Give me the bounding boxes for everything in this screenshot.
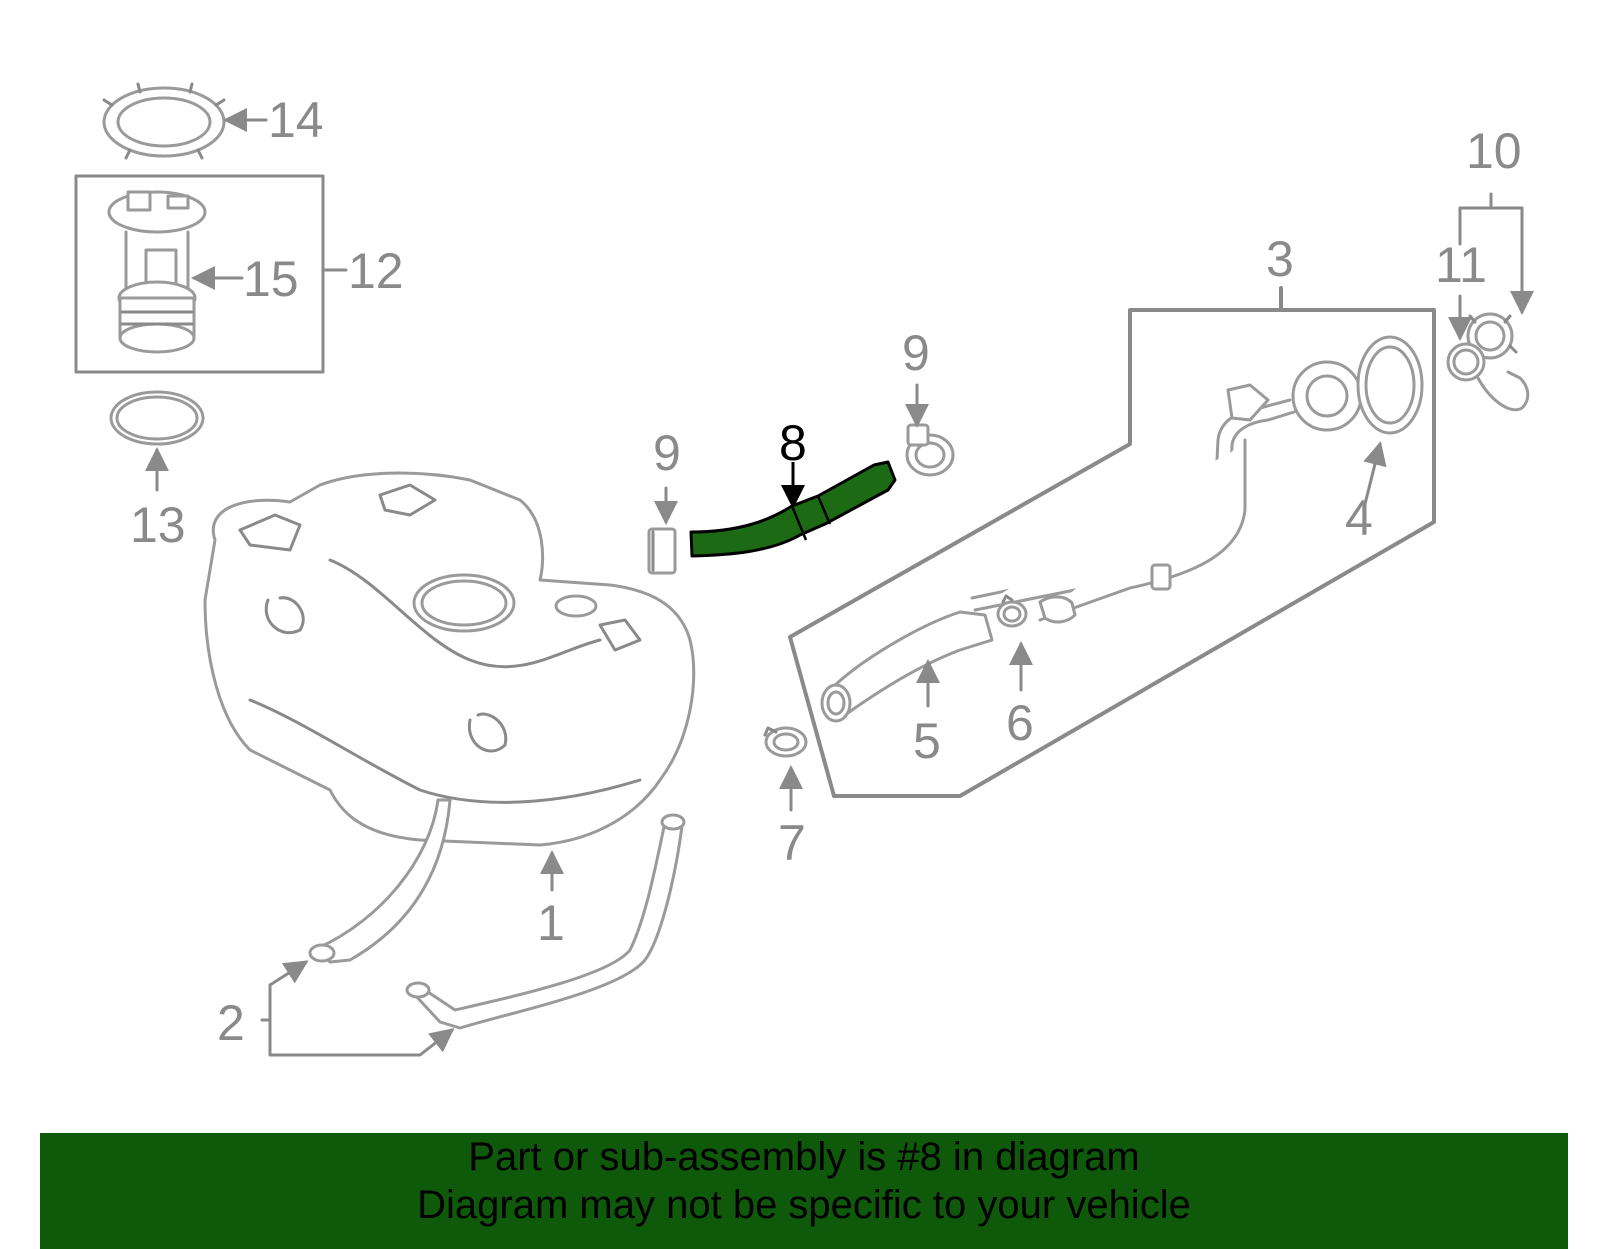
callout-8: 8 [779,415,807,471]
callout-13: 13 [130,497,186,553]
part-10-fuel-cap[interactable] [1462,312,1518,360]
info-banner: Part or sub-assembly is #8 in diagram Di… [40,1133,1568,1249]
part-13-gasket[interactable] [109,390,205,446]
part-14-lock-ring[interactable] [102,82,226,160]
callout-2-leader-a [260,960,309,1022]
part-3-filler-pipe[interactable] [970,360,1363,624]
part-6-clamp[interactable] [996,594,1028,628]
part-7-clamp[interactable] [763,726,808,758]
callout-12: 12 [348,243,404,299]
callout-15: 15 [243,251,299,307]
banner-line-2: Diagram may not be specific to your vehi… [417,1183,1191,1227]
part-11-tether-ring[interactable] [1446,342,1530,412]
part-3-assembly-outline [788,308,1436,798]
callout-3: 3 [1266,231,1294,287]
part-4-gasket[interactable] [1356,335,1424,435]
callout-2: 2 [217,995,245,1051]
part-5-hose[interactable] [820,610,994,723]
part-2-tank-straps[interactable] [308,798,686,1030]
callout-4: 4 [1345,490,1373,546]
callout-5: 5 [913,713,941,769]
callout-6: 6 [1006,695,1034,751]
part-8-filler-hose[interactable] [689,460,897,558]
callout-14: 14 [268,92,324,148]
callout-9a: 9 [653,425,681,481]
part-1-fuel-tank[interactable] [203,471,696,847]
callout-4-leader [1363,441,1387,506]
part-9-clamp-left[interactable] [647,527,677,575]
callout-9b: 9 [902,325,930,381]
part-15-fuel-pump[interactable] [107,190,207,354]
callout-11: 11 [1435,237,1487,293]
callout-1: 1 [537,895,565,951]
banner-line-1: Part or sub-assembly is #8 in diagram [468,1135,1140,1179]
callout-10: 10 [1466,123,1522,179]
part-9-clamp-right[interactable] [905,423,955,477]
part-12-assembly-box [74,174,325,374]
callout-2-leader-b [268,1018,455,1057]
callout-7: 7 [778,815,806,871]
